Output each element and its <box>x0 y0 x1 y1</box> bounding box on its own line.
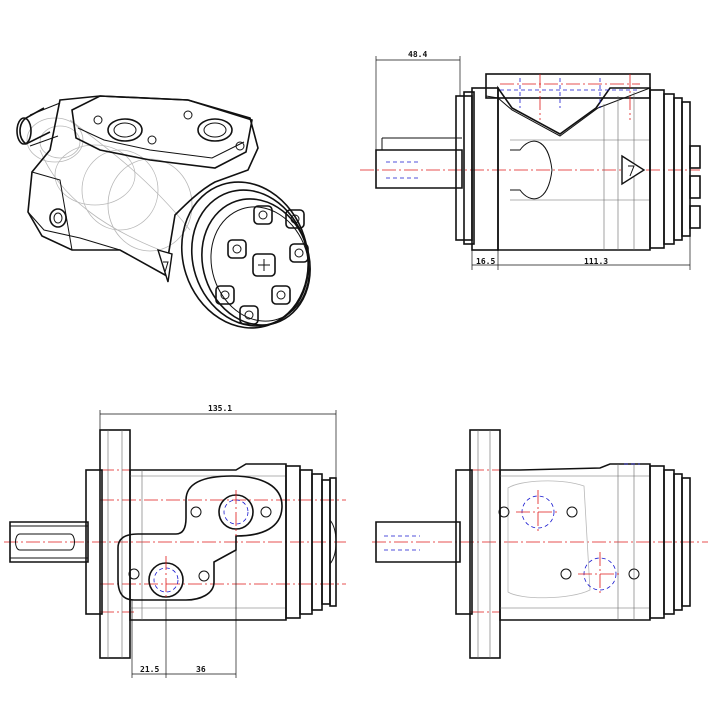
dimension-21-5: 21.5 <box>131 600 167 678</box>
rear-view-flange-ring <box>455 469 473 615</box>
dimension-label: 135.1 <box>208 404 232 413</box>
isometric-side-edge <box>31 171 73 251</box>
front-view-port-plate <box>117 475 283 601</box>
triangle-logo-icon <box>621 154 646 186</box>
rear-view-body <box>499 463 651 621</box>
bolt-icon <box>289 243 309 263</box>
front-view: 135.1 21.5 36 <box>4 404 346 678</box>
rear-view-shaft <box>375 521 461 563</box>
isometric-shaft <box>16 102 61 147</box>
dimension-135-1: 135.1 <box>99 404 337 478</box>
isometric-base-edge <box>27 211 121 251</box>
dimension-label: 111.3 <box>584 257 608 266</box>
bolt-icon <box>215 285 235 305</box>
rear-port-b <box>560 552 640 596</box>
dimension-16-5: 16.5 <box>471 250 499 270</box>
isometric-housing <box>27 95 259 277</box>
rear-view-flange <box>469 429 501 659</box>
dimension-48-4: 48.4 <box>375 50 461 150</box>
side-view-shaft <box>375 149 463 189</box>
side-view: 48.4 16.5 111.3 <box>360 50 701 270</box>
dimension-label: 48.4 <box>408 50 427 59</box>
front-view-flange <box>99 429 131 659</box>
bolt-icon <box>285 209 305 229</box>
dimension-label: 36 <box>196 665 206 674</box>
bolt-icon <box>271 285 291 305</box>
isometric-mount-hole <box>49 208 67 228</box>
bolt-icon <box>227 239 247 259</box>
front-view-body <box>129 463 287 621</box>
isometric-end-cap <box>180 181 311 329</box>
dimension-36: 36 <box>166 536 237 678</box>
rear-side-view <box>372 429 708 659</box>
isometric-port-block <box>71 95 253 169</box>
side-view-body <box>497 85 651 251</box>
rear-port-a <box>498 490 578 534</box>
side-view-bolt <box>689 145 701 169</box>
triangle-logo-icon <box>156 248 173 283</box>
side-view-ring-1 <box>649 89 665 249</box>
bolt-icon <box>253 205 273 225</box>
side-view-port-block <box>485 73 651 99</box>
front-view-shaft <box>9 521 89 563</box>
front-view-flange-ring <box>85 469 103 615</box>
isometric-bolts <box>215 205 309 325</box>
center-plug-icon <box>252 253 276 277</box>
bolt-icon <box>239 305 259 325</box>
isometric-view <box>16 95 311 329</box>
dimension-label: 16.5 <box>476 257 495 266</box>
dimension-label: 21.5 <box>140 665 159 674</box>
dimension-111-3: 111.3 <box>498 236 691 270</box>
